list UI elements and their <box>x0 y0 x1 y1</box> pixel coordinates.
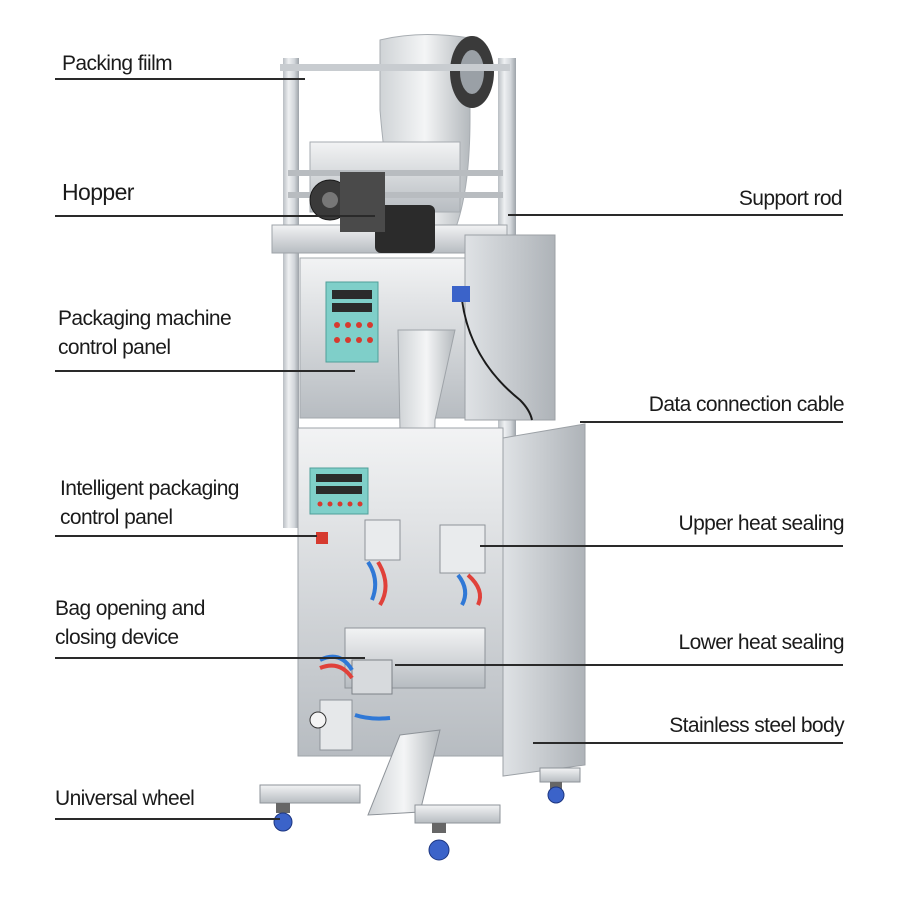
label-bag-device: Bag opening and closing device <box>55 594 205 652</box>
frame-post-left <box>283 58 299 528</box>
label-bag-device-line1: Bag opening and <box>55 597 205 620</box>
leader-bag-device <box>55 657 365 659</box>
label-hopper: Hopper <box>62 179 134 205</box>
wheel-right <box>547 782 565 804</box>
label-data-cable: Data connection cable <box>648 393 845 416</box>
support-rod-bar <box>288 170 503 176</box>
label-universal-wheel: Universal wheel <box>55 787 195 810</box>
leader-lower-heat-sealing <box>395 664 843 666</box>
upper-sealer-right <box>439 524 486 574</box>
bag-device <box>351 659 393 695</box>
label-intelligent-panel-line2: control panel <box>60 506 173 529</box>
label-support-rod: Support rod <box>738 187 843 210</box>
power-switch <box>316 532 328 544</box>
leader-upper-heat-sealing <box>480 545 843 547</box>
leader-support-rod <box>508 214 843 216</box>
label-packaging-control-panel: Packaging machine control panel <box>58 304 232 362</box>
label-packaging-control-panel-line2: control panel <box>58 336 171 359</box>
label-intelligent-panel: Intelligent packaging control panel <box>60 474 239 532</box>
label-packing-film: Packing fiilm <box>62 52 173 75</box>
base-leg-left <box>259 784 361 804</box>
film-roll-shaft <box>280 64 510 71</box>
base-leg-right <box>414 804 501 824</box>
lower-body-side <box>502 423 586 777</box>
leader-data-cable <box>580 421 843 423</box>
cable-connector <box>452 286 470 302</box>
leader-stainless-body <box>533 742 843 744</box>
leader-packing-film <box>55 78 305 80</box>
upper-sealer-left <box>364 519 401 561</box>
label-packaging-control-panel-line1: Packaging machine <box>58 307 232 330</box>
leader-hopper <box>55 215 375 217</box>
data-cable <box>461 299 533 421</box>
label-bag-device-line2: closing device <box>55 626 179 649</box>
label-upper-heat-sealing: Upper heat sealing <box>678 512 845 535</box>
leader-intelligent-panel <box>55 535 317 537</box>
wheel-front <box>428 823 450 861</box>
label-intelligent-panel-line1: Intelligent packaging <box>60 477 239 500</box>
leader-universal-wheel <box>55 818 280 820</box>
air-filter <box>319 699 353 751</box>
motor-body <box>375 205 435 253</box>
label-stainless-body: Stainless steel body <box>669 714 844 737</box>
leader-packaging-control-panel <box>55 370 355 372</box>
label-lower-heat-sealing: Lower heat sealing <box>678 631 845 654</box>
wheel-left <box>273 803 293 832</box>
